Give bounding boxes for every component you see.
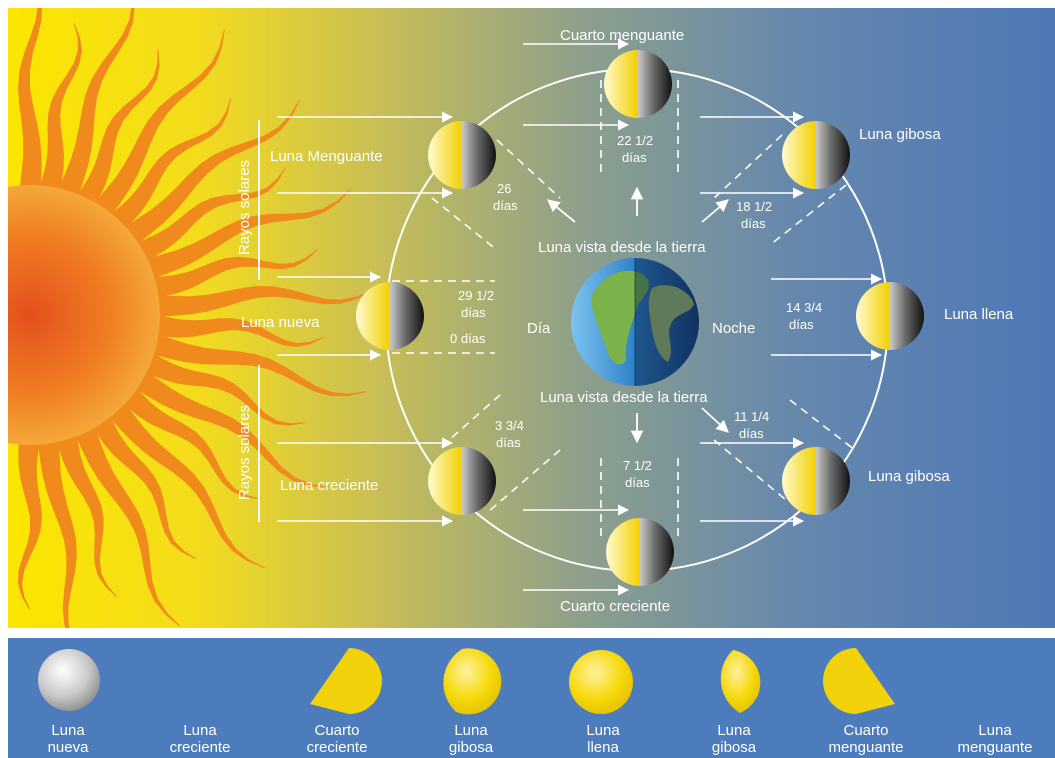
first-quarter-icon: [310, 648, 382, 714]
sun-ray: [35, 422, 77, 628]
phase-name: Luna creciente: [280, 477, 378, 494]
strip-label: Luna: [978, 722, 1012, 739]
day-count: días: [622, 150, 647, 165]
moon-luna-gibosa-top: [782, 121, 850, 189]
phase-name: Luna gibosa: [868, 468, 950, 485]
moon-cuarto-creciente: [606, 518, 674, 586]
sun-ray: [67, 49, 160, 221]
strip-label: Luna: [586, 722, 620, 739]
sun-ray: [134, 328, 367, 397]
phase-name: Luna llena: [944, 306, 1014, 323]
phase-name: Cuarto creciente: [560, 598, 670, 615]
sun-ray: [18, 8, 42, 205]
sun-ray: [67, 409, 181, 627]
earth-seen-bottom: Luna vista desde la tierra: [540, 389, 708, 406]
waxing-gibbous-icon: [443, 648, 502, 715]
full-moon-icon: [569, 650, 633, 714]
sun-ray: [82, 29, 225, 231]
day-count: 0 días: [450, 331, 486, 346]
sun-ray: [128, 188, 352, 286]
strip-label: Luna: [454, 722, 488, 739]
moon-luna-nueva: [356, 282, 424, 350]
day-count: días: [789, 317, 814, 332]
sun-ray: [108, 374, 261, 500]
rays-label-top: Rayos solares: [236, 160, 253, 255]
phase-name: Cuarto menguante: [560, 27, 684, 44]
strip-label: creciente: [170, 739, 231, 756]
sun-ray: [134, 248, 318, 302]
earth-day-label: Día: [527, 320, 551, 337]
strip-label: Luna: [717, 722, 751, 739]
day-count: 26: [497, 181, 511, 196]
day-count: días: [461, 305, 486, 320]
day-count: 22 1/2: [617, 133, 653, 148]
strip-label: nueva: [48, 739, 90, 756]
moon-luna-gibosa-bottom: [782, 447, 850, 515]
strip-label: Cuarto: [314, 722, 359, 739]
moon-luna-menguante: [428, 121, 496, 189]
moon-luna-creciente: [428, 447, 496, 515]
sun-ray-arrows: [277, 38, 883, 596]
rays-label-bottom: Rayos solares: [236, 405, 253, 500]
day-count: días: [493, 198, 518, 213]
day-count: días: [739, 426, 764, 441]
sun-ray: [51, 8, 135, 214]
sun-ray: [96, 98, 232, 243]
sun-ray: [138, 311, 325, 348]
day-count: 3 3/4: [495, 418, 524, 433]
day-markers: [392, 80, 856, 540]
sun-ray: [128, 344, 305, 426]
day-count: 18 1/2: [736, 199, 772, 214]
sun-ray: [51, 416, 118, 597]
sun-ray: [119, 360, 329, 488]
strip-label: gibosa: [449, 739, 494, 756]
sun-ray: [35, 23, 82, 208]
strip-label: creciente: [307, 739, 368, 756]
strip-label: Luna: [183, 722, 217, 739]
last-quarter-icon: [823, 648, 895, 714]
earth-icon: [571, 258, 699, 386]
strip-labels: Luna nueva Luna creciente Cuarto crecien…: [48, 722, 1033, 756]
sun-ray: [17, 425, 42, 610]
strip-icons: [38, 648, 1022, 720]
phase-name: Luna gibosa: [859, 126, 941, 143]
day-count: 7 1/2: [623, 458, 652, 473]
orbit-moons: [356, 50, 924, 586]
strip-label: menguante: [957, 739, 1032, 756]
new-moon-icon: [38, 649, 100, 711]
day-count: días: [496, 435, 521, 450]
strip-label: menguante: [828, 739, 903, 756]
strip-label: gibosa: [712, 739, 757, 756]
sun-ray: [119, 167, 286, 270]
earth-seen-top: Luna vista desde la tierra: [538, 239, 706, 256]
earth-night-label: Noche: [712, 320, 755, 337]
phase-name: Luna nueva: [241, 314, 320, 331]
day-counts: 22 1/2 días 26 días 18 1/2 días 29 1/2 d…: [450, 133, 822, 490]
strip-label: llena: [587, 739, 619, 756]
day-count: 14 3/4: [786, 300, 822, 315]
moon-cuarto-menguante: [604, 50, 672, 118]
day-count: días: [741, 216, 766, 231]
moon-luna-llena: [856, 282, 924, 350]
day-count: días: [625, 475, 650, 490]
sun-ray: [138, 286, 375, 319]
strip-label: Luna: [51, 722, 85, 739]
waning-gibbous-icon: [720, 650, 761, 713]
sun-ray: [108, 99, 300, 256]
sun-ray: [96, 387, 266, 569]
day-count: 29 1/2: [458, 288, 494, 303]
phase-name: Luna Menguante: [270, 148, 383, 165]
view-arrows: [547, 186, 729, 444]
sun-icon: [8, 8, 375, 628]
sun-ray: [82, 399, 197, 559]
day-count: 11 1/4: [734, 409, 769, 424]
strip-label: Cuarto: [843, 722, 888, 739]
